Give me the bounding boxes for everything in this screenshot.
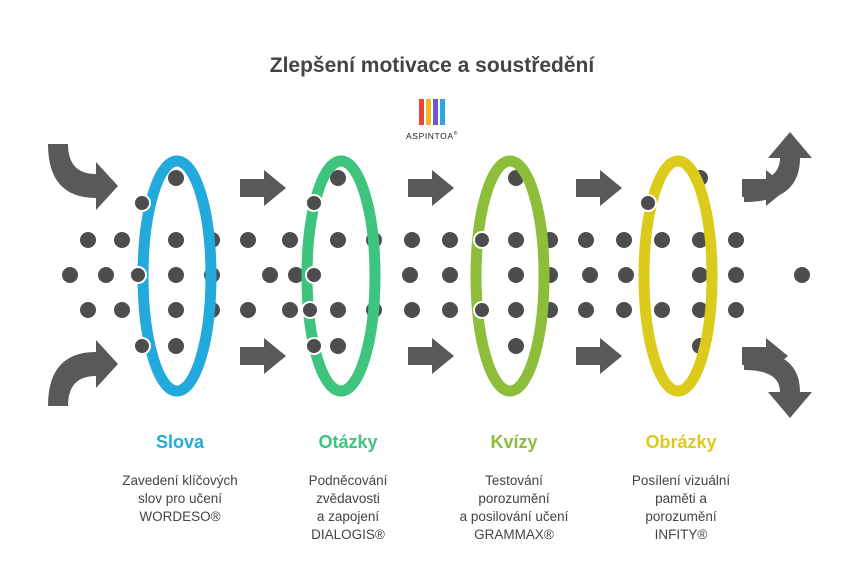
dot <box>282 232 298 248</box>
curved-arrow-out-bottom-icon <box>744 350 812 418</box>
right-arrow-icon <box>576 170 622 206</box>
dot <box>728 302 744 318</box>
dot <box>288 267 304 283</box>
dot <box>330 170 346 186</box>
dot <box>794 267 810 283</box>
dot <box>330 302 346 318</box>
dot <box>616 232 632 248</box>
right-arrow-icon <box>408 338 454 374</box>
right-arrow-icon <box>240 338 286 374</box>
ring-dots-layer <box>129 194 657 355</box>
dot <box>508 302 524 318</box>
edge-dot <box>473 231 491 249</box>
stage-label-obrazky: Obrázky <box>645 432 717 452</box>
right-arrow-icon <box>240 170 286 206</box>
dot <box>442 302 458 318</box>
right-arrow-icon <box>408 170 454 206</box>
brand-name: ASPINTOA® <box>380 131 484 141</box>
dot <box>330 338 346 354</box>
dot <box>508 232 524 248</box>
dot <box>168 232 184 248</box>
stage-label-otazky: Otázky <box>318 432 378 452</box>
edge-dot <box>301 301 319 319</box>
curved-arrow-in-bottom-icon <box>48 340 118 406</box>
dot <box>114 302 130 318</box>
brand-text: ASPINTOA <box>406 131 454 141</box>
dot <box>402 267 418 283</box>
edge-dot <box>305 337 323 355</box>
edge-dot <box>473 301 491 319</box>
dot <box>582 267 598 283</box>
dot <box>168 338 184 354</box>
dot <box>616 302 632 318</box>
curved-arrow-out-top-icon <box>744 132 812 202</box>
right-arrow-icon <box>576 338 622 374</box>
dot <box>62 267 78 283</box>
dot <box>80 232 96 248</box>
curved-arrow-in-top-icon <box>48 144 118 210</box>
dot <box>240 302 256 318</box>
dot <box>578 232 594 248</box>
dots-layer <box>62 170 810 354</box>
stage-label-kvizy: Kvízy <box>490 432 538 452</box>
dot <box>168 170 184 186</box>
dot <box>654 232 670 248</box>
dot <box>508 267 524 283</box>
dot <box>728 232 744 248</box>
edge-dot <box>133 194 151 212</box>
brand-logo <box>419 99 445 125</box>
stage-description-kvizy: Testování porozumění a posilování učení … <box>459 473 569 542</box>
arrows-layer <box>48 132 812 418</box>
dot <box>282 302 298 318</box>
dot <box>98 267 114 283</box>
dot <box>262 267 278 283</box>
stage-description-otazky: Podněcování zvědavosti a zapojení DIALOG… <box>308 473 388 542</box>
dot <box>728 267 744 283</box>
edge-dot <box>133 337 151 355</box>
stage-description-obrazky: Posílení vizuální paměti a porozumění IN… <box>631 473 731 542</box>
dot <box>692 232 708 248</box>
dot <box>240 232 256 248</box>
edge-dot <box>305 266 323 284</box>
dot <box>330 232 346 248</box>
stage-description-slova: Zavedení klíčových slov pro učení WORDES… <box>122 473 238 524</box>
dot <box>618 267 634 283</box>
dot <box>508 338 524 354</box>
brand-mark: ® <box>453 131 458 138</box>
dot <box>442 232 458 248</box>
dot <box>692 302 708 318</box>
dot <box>654 302 670 318</box>
dot <box>114 232 130 248</box>
dot <box>692 267 708 283</box>
edge-dot <box>639 194 657 212</box>
page-title: Zlepšení motivace a soustředění <box>269 54 595 77</box>
dot <box>404 302 420 318</box>
stage-ring-obrazky <box>638 155 718 397</box>
dot <box>404 232 420 248</box>
stage-ring-kvizy <box>470 155 550 397</box>
edge-dot <box>129 266 147 284</box>
stage-label-slova: Slova <box>155 432 205 452</box>
dot <box>578 302 594 318</box>
dot <box>80 302 96 318</box>
dot <box>168 302 184 318</box>
dot <box>168 267 184 283</box>
dot <box>442 267 458 283</box>
edge-dot <box>305 194 323 212</box>
